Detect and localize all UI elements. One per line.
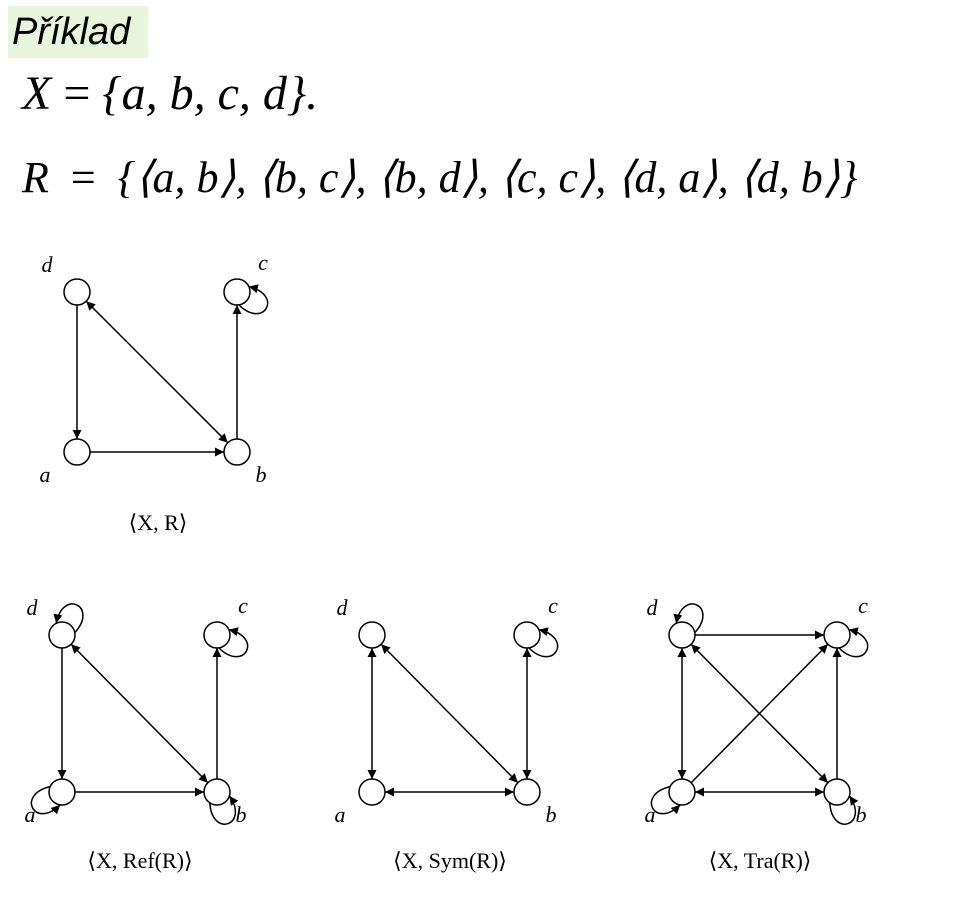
node-label-c: c bbox=[858, 593, 868, 618]
node-c bbox=[223, 278, 251, 306]
node-b bbox=[823, 778, 851, 806]
edge-b-d bbox=[85, 300, 229, 444]
edge-a-a-loop bbox=[30, 785, 61, 815]
relation-definition: R = {⟨a, b⟩, ⟨b, c⟩, ⟨b, d⟩, ⟨c, c⟩, ⟨d,… bbox=[22, 152, 858, 203]
node-label-b: b bbox=[546, 802, 557, 827]
edge-c-c-loop bbox=[238, 284, 269, 315]
edge-b-d bbox=[70, 643, 209, 784]
edge-b-b-loop bbox=[209, 795, 239, 825]
node-label-c: c bbox=[258, 250, 268, 275]
node-label-b: b bbox=[236, 802, 247, 827]
graph-caption-sym: ⟨X, Sym(R)⟩ bbox=[393, 848, 507, 873]
node-a bbox=[48, 778, 76, 806]
node-label-d: d bbox=[337, 595, 349, 620]
node-d bbox=[63, 278, 91, 306]
graph-ref: a b c d ⟨X, Ref(R)⟩ bbox=[25, 593, 249, 873]
set-definition: X = {a, b, c, d}. bbox=[22, 66, 318, 121]
node-label-a: a bbox=[335, 802, 346, 827]
graph-sym: a b c d ⟨X, Sym(R)⟩ bbox=[335, 593, 559, 873]
node-label-b: b bbox=[256, 462, 267, 487]
node-d bbox=[48, 621, 76, 649]
node-c bbox=[513, 621, 541, 649]
node-d bbox=[668, 621, 696, 649]
node-label-c: c bbox=[548, 593, 558, 618]
edge-d-d-loop bbox=[53, 603, 84, 634]
node-b bbox=[513, 778, 541, 806]
edge-c-c-loop bbox=[218, 627, 249, 658]
node-a bbox=[63, 438, 91, 466]
set-elements: {a, b, c, d}. bbox=[102, 67, 319, 120]
edge-b-b-loop bbox=[829, 795, 859, 825]
edge-d-d-loop bbox=[673, 603, 704, 634]
edge-b-d bbox=[690, 643, 829, 784]
node-label-a: a bbox=[645, 802, 656, 827]
node-label-b: b bbox=[856, 802, 867, 827]
node-b bbox=[223, 438, 251, 466]
graph-tra: a b c d ⟨X, Tra(R)⟩ bbox=[645, 593, 869, 873]
edge-c-c-loop bbox=[838, 627, 869, 658]
equals-sign: = bbox=[48, 153, 118, 202]
node-label-c: c bbox=[238, 593, 248, 618]
edge-b-d bbox=[380, 643, 519, 784]
node-d bbox=[358, 621, 386, 649]
node-a bbox=[358, 778, 386, 806]
node-label-d: d bbox=[647, 595, 659, 620]
edge-a-a-loop bbox=[650, 785, 681, 815]
relation-pairs: {⟨a, b⟩, ⟨b, c⟩, ⟨b, d⟩, ⟨c, c⟩, ⟨d, a⟩,… bbox=[117, 153, 858, 202]
edge-c-c-loop bbox=[528, 627, 559, 658]
equals-sign: = bbox=[51, 67, 103, 120]
node-c bbox=[823, 621, 851, 649]
graph-R: a b c d ⟨X, R⟩ bbox=[40, 250, 269, 535]
node-b bbox=[203, 778, 231, 806]
node-label-a: a bbox=[40, 462, 51, 487]
graph-caption-tra: ⟨X, Tra(R)⟩ bbox=[709, 848, 812, 873]
node-a bbox=[668, 778, 696, 806]
node-label-d: d bbox=[42, 252, 54, 277]
node-label-a: a bbox=[25, 802, 36, 827]
slide-title: Příklad bbox=[8, 6, 148, 58]
graph-caption-R: ⟨X, R⟩ bbox=[129, 510, 188, 535]
graph-caption-ref: ⟨X, Ref(R)⟩ bbox=[87, 848, 192, 873]
node-c bbox=[203, 621, 231, 649]
relation-symbol: R bbox=[22, 153, 49, 202]
node-label-d: d bbox=[27, 595, 39, 620]
set-symbol: X bbox=[22, 67, 52, 120]
